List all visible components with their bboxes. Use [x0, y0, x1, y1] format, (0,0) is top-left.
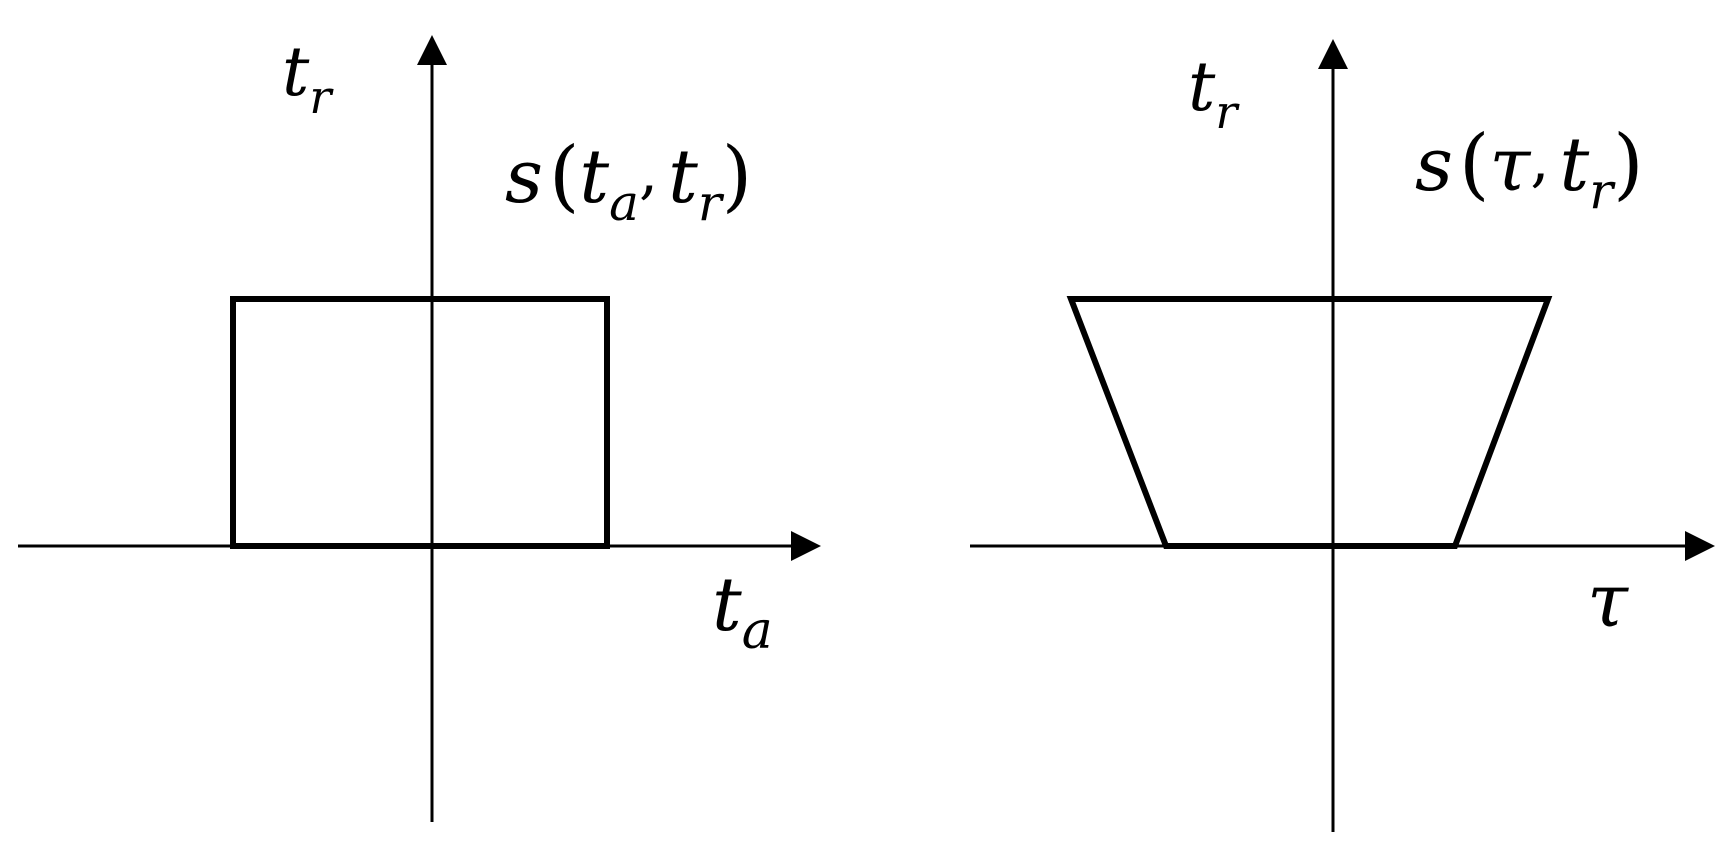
- right-panel: tr s(τ,tr) τ: [970, 39, 1715, 832]
- left-horizontal-axis-label: ta: [712, 562, 773, 661]
- right-function-label: s(τ,tr): [1415, 119, 1644, 220]
- right-horizontal-axis-label: τ: [1587, 558, 1629, 644]
- left-rectangle: [230, 296, 610, 549]
- left-vertical-axis-label: tr: [282, 33, 334, 124]
- right-vertical-axis-label: tr: [1188, 48, 1240, 139]
- left-function-label: s(ta,tr): [505, 131, 752, 232]
- right-trapezoid: [1066, 296, 1553, 549]
- left-panel: tr s(ta,tr) ta: [18, 33, 821, 822]
